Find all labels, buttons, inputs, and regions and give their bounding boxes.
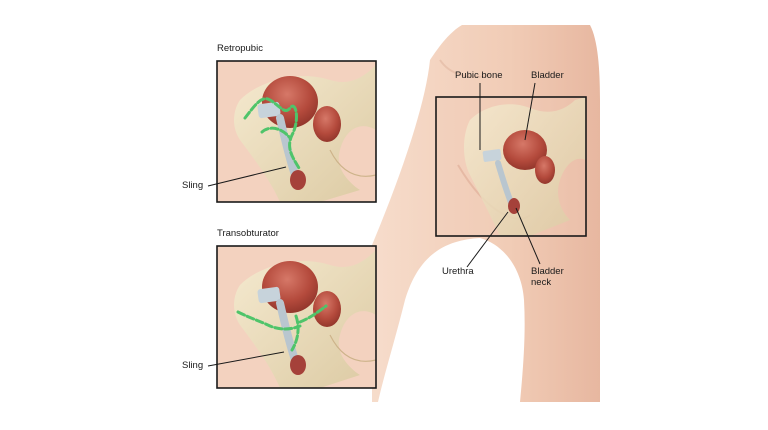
sling-label-top: Sling — [182, 180, 204, 191]
bladder-neck-label: Bladder neck — [531, 266, 564, 288]
sling-mesh — [243, 97, 302, 172]
sling-label-bottom: Sling — [182, 360, 204, 371]
bladder-neck-line2: neck — [531, 277, 552, 288]
pubic-bone-label: Pubic bone — [455, 70, 503, 81]
bladder-neck-line1: Bladder — [531, 266, 564, 277]
transobturator-panel — [216, 245, 377, 389]
urethra-label: Urethra — [442, 266, 474, 277]
bladder-neck-leader — [515, 207, 541, 265]
transobturator-title: Transobturator — [217, 228, 279, 239]
pubic-bone-shape — [257, 101, 281, 119]
bladder-leader — [524, 82, 536, 141]
urethra-leader — [466, 211, 509, 268]
retropubic-panel — [216, 60, 377, 203]
main-inset — [435, 96, 587, 237]
leader-lines — [207, 82, 541, 367]
sling-top-leader — [207, 166, 287, 187]
sling-bottom-leader — [207, 351, 285, 367]
urethra-opening — [290, 170, 306, 190]
retropubic-title: Retropubic — [217, 43, 263, 54]
bladder-label: Bladder — [531, 70, 564, 81]
